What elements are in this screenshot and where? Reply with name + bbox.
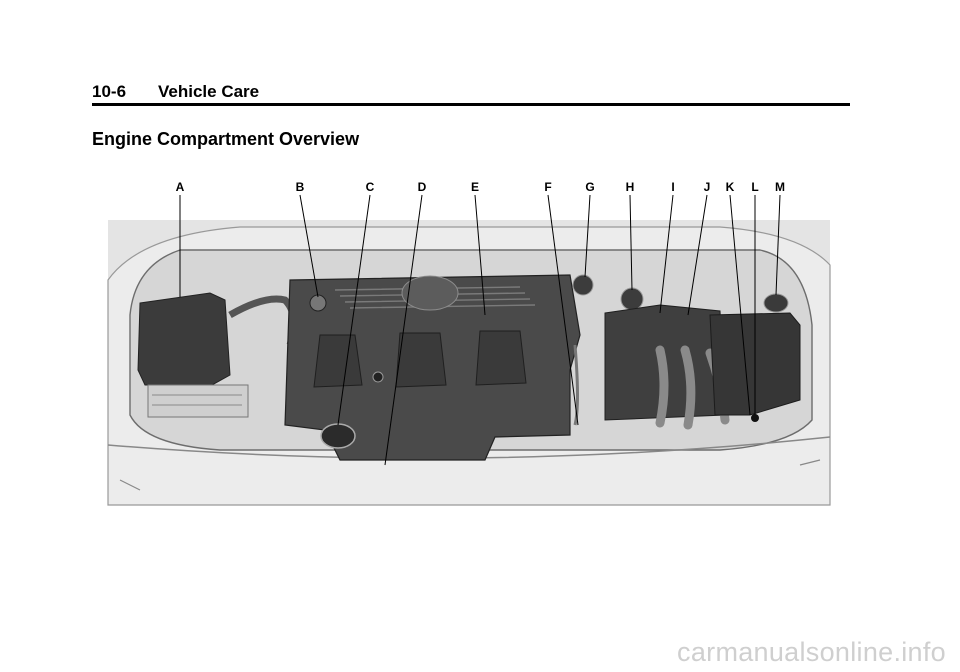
engine-illustration: A B C D E F G H I J K L M: [107, 180, 831, 506]
callout-b: B: [296, 180, 305, 194]
callout-g: G: [585, 180, 594, 194]
oil-dipstick-ring: [309, 294, 327, 312]
callout-a: A: [176, 180, 185, 194]
leader-j: [687, 194, 708, 316]
callout-h: H: [626, 180, 635, 194]
callout-l: L: [751, 180, 758, 194]
engine-compartment-figure: A B C D E F G H I J K L M: [100, 175, 840, 515]
leader-d: [384, 194, 423, 466]
remote-terminal: [751, 414, 759, 422]
callout-k: K: [726, 180, 735, 194]
detail-lines: [119, 459, 821, 491]
reservoir-cap-g: [572, 274, 594, 296]
callout-f: F: [544, 180, 551, 194]
callout-c: C: [366, 180, 375, 194]
callout-leaders: [179, 194, 781, 466]
leader-h: [629, 194, 633, 291]
leader-g: [584, 194, 591, 278]
battery-tray: [147, 384, 249, 418]
watermark: carmanualsonline.info: [677, 637, 946, 667]
leader-e: [474, 194, 486, 316]
callout-d: D: [418, 180, 427, 194]
cover-emblem: [401, 275, 459, 311]
header-rule: [92, 103, 850, 106]
callout-i: I: [671, 180, 674, 194]
chapter-title: Vehicle Care: [158, 82, 260, 101]
oil-fill-cap: [320, 423, 356, 449]
reservoir-cap-h: [620, 287, 644, 311]
leader-b: [299, 194, 319, 298]
cover-valleys: [313, 330, 527, 388]
callout-e: E: [471, 180, 479, 194]
leader-f: [547, 194, 579, 426]
callout-m: M: [775, 180, 785, 194]
leader-k: [729, 194, 751, 416]
leader-c: [337, 194, 371, 426]
washer-cap: [763, 293, 789, 313]
leader-i: [659, 194, 674, 314]
leader-m: [775, 194, 781, 296]
cover-bolt: [372, 371, 384, 383]
page-header: 10-6 Vehicle Care: [92, 82, 259, 102]
callout-j: J: [704, 180, 711, 194]
tray-ribs: [152, 394, 242, 406]
air-cleaner-box: [137, 292, 231, 386]
page-number: 10-6: [92, 82, 127, 101]
section-title: Engine Compartment Overview: [92, 129, 360, 149]
strut-line: [573, 344, 579, 426]
